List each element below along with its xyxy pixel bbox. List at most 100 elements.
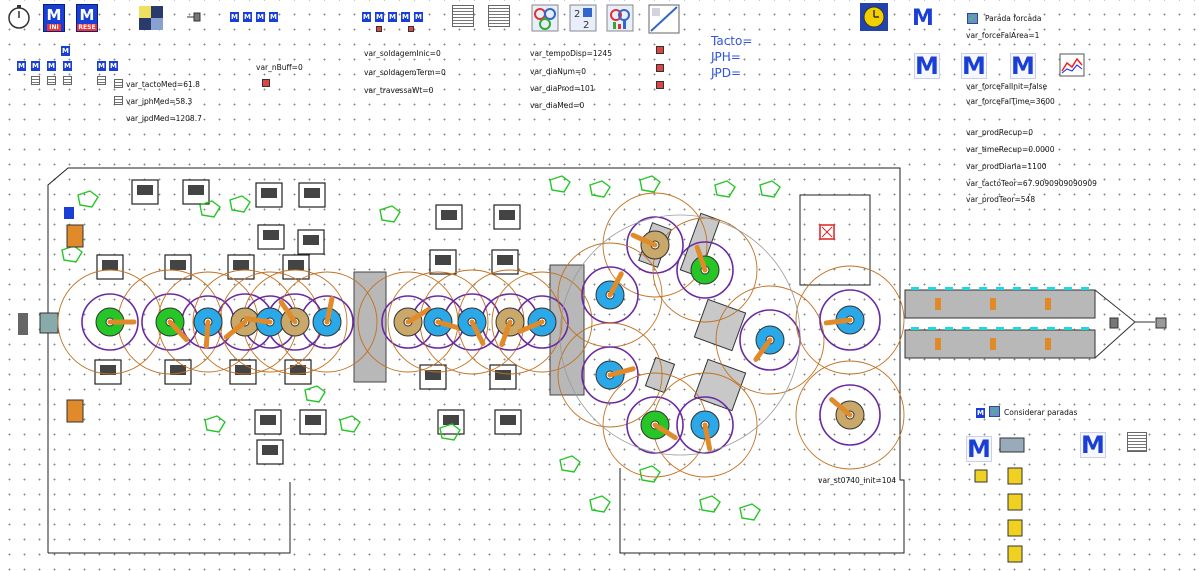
matrix-icon[interactable] bbox=[648, 4, 680, 34]
chart-mini-icon[interactable] bbox=[656, 46, 664, 54]
chart-mini-icon[interactable] bbox=[376, 26, 382, 32]
table-icon[interactable] bbox=[97, 76, 106, 85]
exit-box bbox=[1109, 317, 1119, 329]
m-small-icon[interactable]: M bbox=[388, 12, 397, 22]
m-button-1[interactable]: M bbox=[914, 52, 940, 80]
conveyor-mark bbox=[1081, 327, 1089, 330]
workstation-core bbox=[263, 230, 279, 240]
m-small-icon[interactable]: M bbox=[63, 61, 72, 71]
m-small-icon[interactable]: M bbox=[362, 12, 371, 22]
m-reset-button[interactable]: M RESE bbox=[76, 4, 98, 32]
workstation-core bbox=[260, 415, 276, 425]
robot-arm bbox=[435, 319, 464, 332]
m-button-5[interactable]: M bbox=[1080, 431, 1106, 459]
m-small-icon[interactable]: M bbox=[414, 12, 423, 22]
conveyor-pallet bbox=[1045, 298, 1051, 310]
m-ini-button[interactable]: M INI bbox=[43, 4, 65, 32]
chart-mini-icon[interactable] bbox=[656, 81, 664, 89]
m-label: M bbox=[79, 5, 95, 24]
considerar-paradas-checkbox[interactable]: ✓ bbox=[989, 406, 1000, 417]
chart-mini-icon[interactable] bbox=[656, 64, 664, 72]
flow-source bbox=[974, 469, 988, 483]
table-icon[interactable] bbox=[1127, 432, 1147, 452]
conveyor-lane bbox=[904, 329, 1096, 359]
stopwatch-icon[interactable] bbox=[7, 4, 31, 30]
var-travessa-wt: var_travessaWt=0 bbox=[364, 86, 434, 95]
m-small-icon[interactable]: M bbox=[97, 61, 106, 71]
m-small-icon[interactable]: M bbox=[269, 12, 278, 22]
m-small-icon[interactable]: M bbox=[256, 12, 265, 22]
var-tacto-med: var_tactoMed=61.8 bbox=[126, 80, 200, 89]
m-dotted-button[interactable]: M bbox=[912, 5, 934, 31]
output-conveyor bbox=[904, 287, 1167, 563]
m-small-icon[interactable]: M bbox=[17, 61, 26, 71]
parada-forcada-checkbox[interactable]: ✓ bbox=[967, 13, 978, 24]
robot-arm bbox=[694, 244, 708, 273]
robot-arm bbox=[203, 319, 211, 349]
chart-mini-icon[interactable] bbox=[408, 26, 414, 32]
var-time-recup: var_timeRecup=0.0000 bbox=[966, 145, 1055, 154]
outer-orbit bbox=[557, 322, 663, 428]
workstation-core bbox=[261, 188, 277, 198]
outer-orbit bbox=[491, 271, 593, 373]
gray-table bbox=[644, 356, 676, 394]
var-tacto-teor: var_tactoTeor=67.9090909090909 bbox=[966, 179, 1097, 188]
m-small-icon[interactable]: M bbox=[243, 12, 252, 22]
var-jph-med: var_jphMed=58.3 bbox=[126, 97, 193, 106]
table-icon[interactable] bbox=[63, 76, 72, 85]
outer-orbit bbox=[602, 192, 708, 298]
tower-marker bbox=[819, 224, 835, 240]
green-fixture bbox=[589, 495, 611, 513]
shuffle-icon[interactable] bbox=[531, 4, 559, 32]
m-small-icon[interactable]: M bbox=[976, 408, 985, 418]
rings-chart-icon[interactable] bbox=[606, 4, 634, 32]
table-icon[interactable] bbox=[47, 76, 56, 85]
robot-arm bbox=[324, 296, 335, 325]
chart-mini-icon[interactable] bbox=[262, 79, 270, 87]
flow-buffer bbox=[999, 437, 1025, 453]
clock-icon[interactable] bbox=[859, 2, 889, 32]
m-button-2[interactable]: M bbox=[961, 52, 987, 80]
table-icon[interactable] bbox=[114, 96, 123, 105]
m-small-icon[interactable]: M bbox=[61, 46, 70, 56]
green-fixture bbox=[439, 423, 461, 441]
table-icon[interactable] bbox=[488, 5, 510, 27]
m-small-icon[interactable]: M bbox=[47, 61, 56, 71]
m-small-icon[interactable]: M bbox=[31, 61, 40, 71]
workstation-core bbox=[290, 365, 306, 375]
conveyor-mark bbox=[962, 327, 970, 330]
var-soldagem-term: var_soldagemTerm=0 bbox=[364, 68, 446, 77]
m-button-3[interactable]: M bbox=[1010, 52, 1036, 80]
gradient-sheet-icon[interactable] bbox=[137, 4, 165, 32]
table-icon[interactable] bbox=[114, 79, 123, 88]
chart-icon[interactable] bbox=[1059, 53, 1085, 77]
arrow-box-icon[interactable] bbox=[186, 11, 202, 23]
robot-arm bbox=[607, 271, 624, 298]
flow-block bbox=[1007, 519, 1023, 537]
conveyor-pallet bbox=[1045, 338, 1051, 350]
m-small-icon[interactable]: M bbox=[109, 61, 118, 71]
m-small-icon[interactable]: M bbox=[230, 12, 239, 22]
workstation-block bbox=[297, 229, 325, 255]
flow-block bbox=[1007, 467, 1023, 485]
green-fixture bbox=[304, 385, 326, 403]
outer-orbit bbox=[795, 360, 905, 470]
workstation-core bbox=[304, 188, 320, 198]
table-icon[interactable] bbox=[31, 76, 40, 85]
table-icon[interactable] bbox=[452, 5, 474, 27]
robot-arm bbox=[607, 366, 636, 378]
conveyor-mark bbox=[996, 287, 1004, 290]
m-small-icon[interactable]: M bbox=[401, 12, 410, 22]
robot-stations bbox=[95, 230, 865, 452]
outer-orbit bbox=[715, 285, 825, 395]
var-prod-teor: var_prodTeor=548 bbox=[966, 195, 1036, 204]
green-fixture bbox=[714, 180, 736, 198]
m-small-icon[interactable]: M bbox=[375, 12, 384, 22]
workstation-core bbox=[305, 415, 321, 425]
green-fixture bbox=[559, 455, 581, 473]
number-dice-icon[interactable]: 2 2 bbox=[569, 4, 597, 32]
green-fixture bbox=[639, 465, 661, 483]
m-button-4[interactable]: M bbox=[966, 435, 992, 463]
conveyor-mark bbox=[1047, 287, 1055, 290]
